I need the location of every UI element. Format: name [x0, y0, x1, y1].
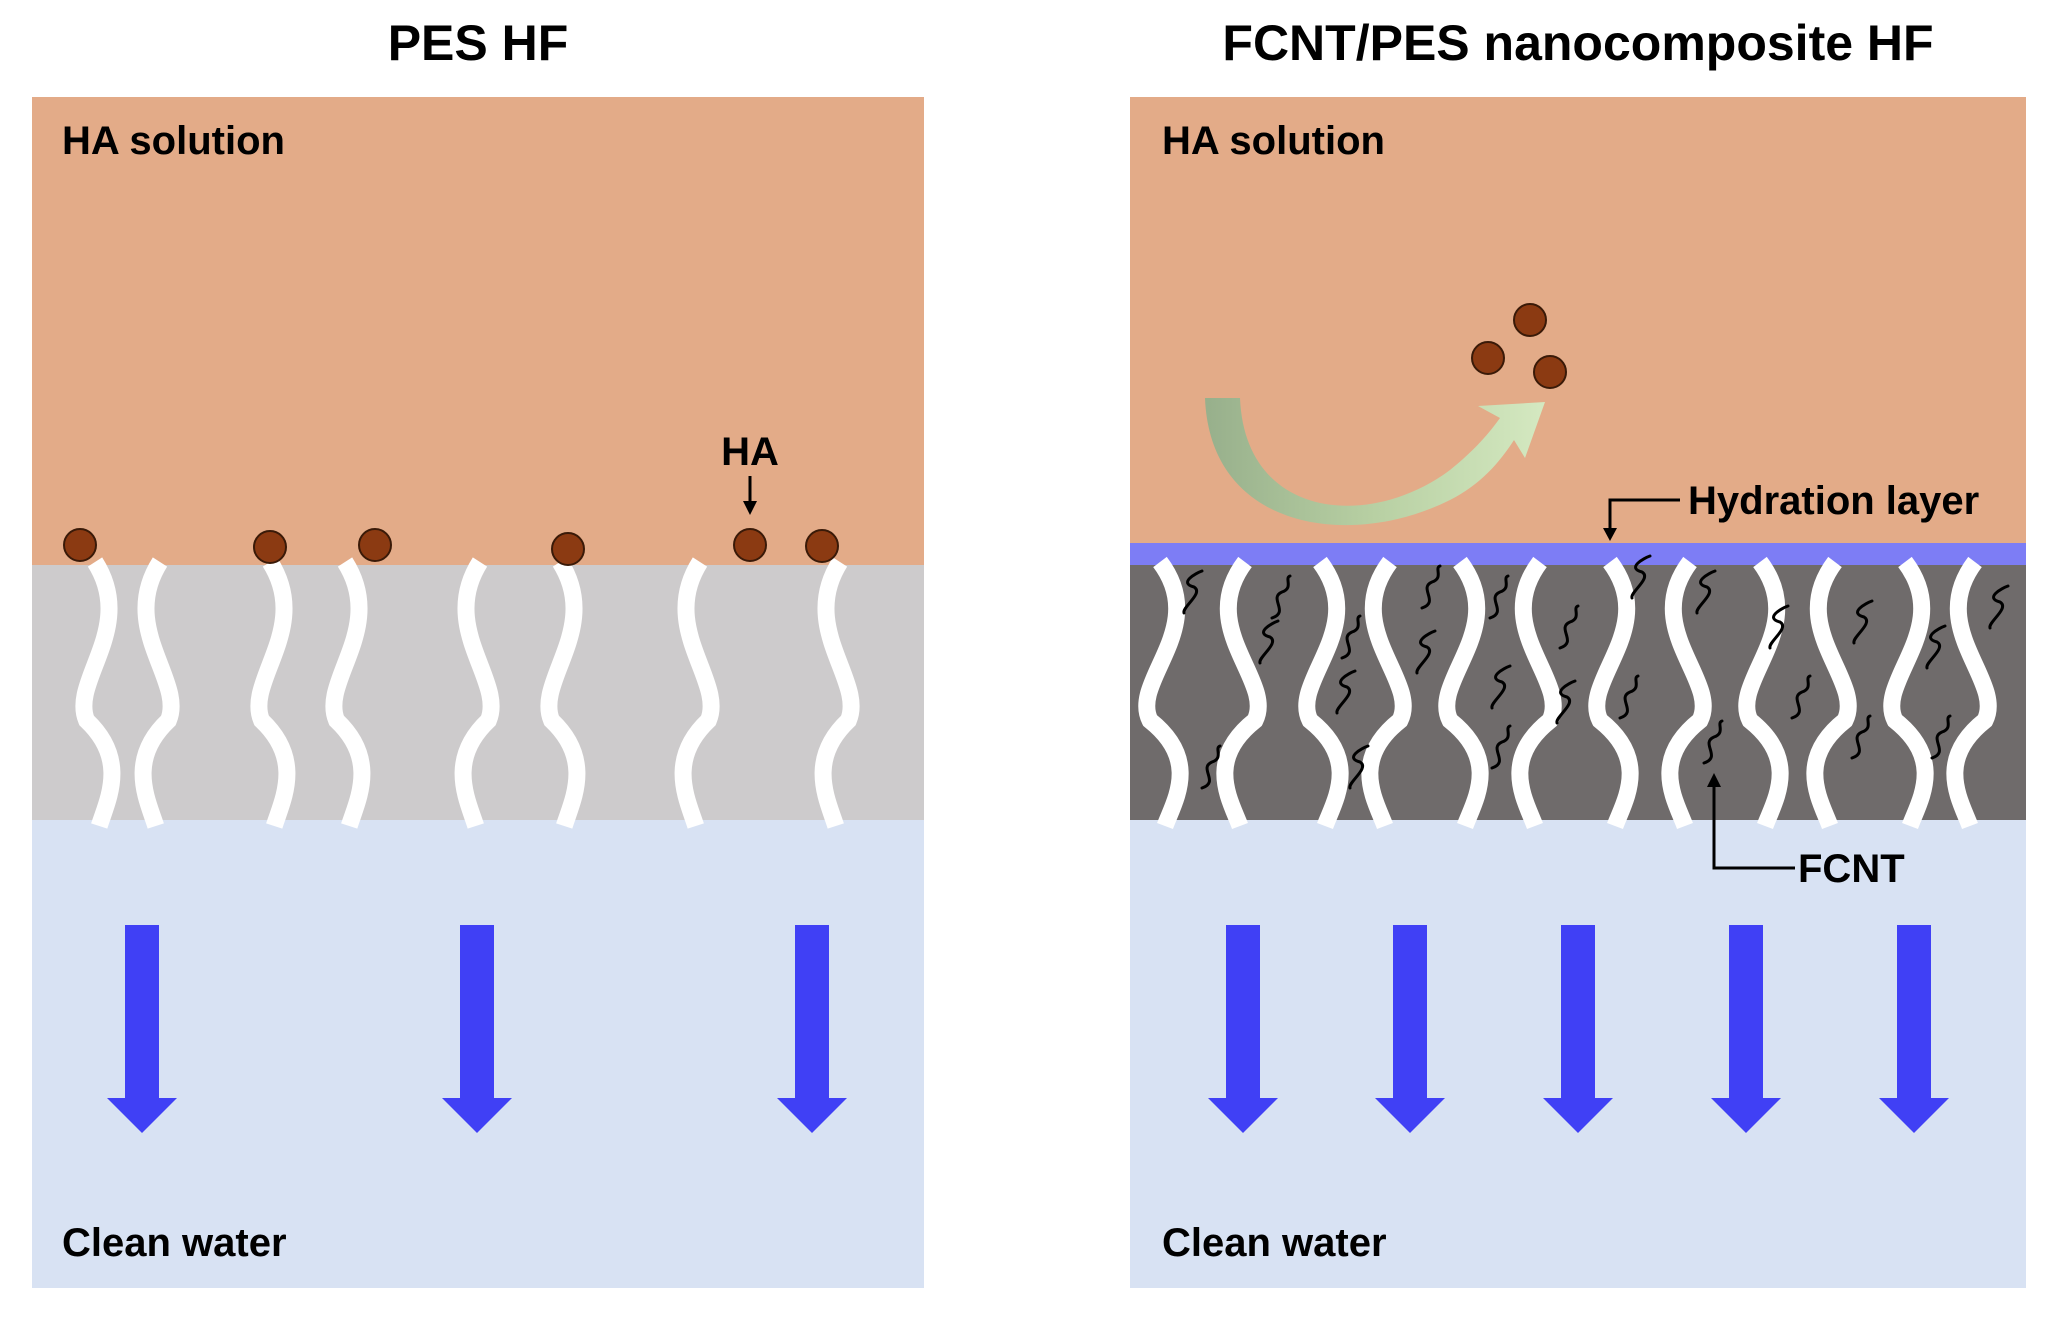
pore-channel — [134, 557, 180, 829]
pore-channel — [75, 557, 121, 829]
pore-channel — [1438, 556, 1489, 830]
flow-arrow-icon — [777, 925, 847, 1133]
ha-particle-icon — [1513, 303, 1547, 337]
ha-particle-icon — [805, 529, 839, 563]
pore-channel — [674, 557, 720, 829]
flow-arrow-icon — [442, 925, 512, 1133]
fcnt-label: FCNT — [1798, 847, 1905, 891]
right-flow-arrows — [1208, 925, 1949, 1133]
fcnt-squiggle-icon — [1415, 629, 1437, 675]
fcnt-squiggle-icon — [1258, 619, 1280, 665]
pore-channel — [814, 557, 860, 829]
left-ha-particles — [63, 528, 839, 566]
fcnt-squiggle-icon — [1182, 569, 1204, 615]
fcnt-squiggle-icon — [1630, 554, 1652, 600]
pore-channel — [1138, 556, 1189, 830]
fcnt-squiggle-icon — [1340, 614, 1362, 660]
fcnt-squiggle-icon — [1200, 744, 1222, 790]
left-panel: HA solution Clean water HA — [32, 97, 924, 1288]
fcnt-squiggle-icon — [1270, 574, 1292, 620]
pore-channel — [454, 557, 500, 829]
pore-channel — [1216, 556, 1267, 830]
pore-channel — [1806, 556, 1857, 830]
pore-channel — [1361, 556, 1412, 830]
ha-label: HA — [721, 430, 779, 474]
fcnt-squiggle-icon — [1420, 564, 1442, 610]
ha-particle-icon — [253, 530, 287, 564]
rejected-ha-particles — [1471, 303, 1567, 389]
flow-arrow-icon — [1879, 925, 1949, 1133]
fcnt-squiggle-icon — [1988, 584, 2010, 630]
pore-channel — [1661, 556, 1712, 830]
pore-channel — [325, 557, 371, 829]
fcnt-squiggle-icon — [1335, 669, 1357, 715]
left-membrane-layer — [32, 565, 924, 820]
ha-particle-icon — [63, 528, 97, 562]
right-solution-region — [1130, 97, 2026, 543]
fcnt-pointer-arrow-icon — [1707, 773, 1795, 870]
hydration-pointer-arrow-icon — [1603, 498, 1680, 541]
ha-particle-icon — [1471, 341, 1505, 375]
flow-arrow-icon — [1208, 925, 1278, 1133]
right-bottom-label: Clean water — [1162, 1221, 1387, 1265]
ha-particle-icon — [1533, 355, 1567, 389]
fcnt-squiggle-icon — [1348, 744, 1370, 790]
right-title: FCNT/PES nanocomposite HF — [1222, 15, 1934, 71]
fcnt-squiggle-icon — [1930, 714, 1952, 760]
rejection-arrow-icon — [1205, 398, 1545, 526]
left-flow-arrows — [107, 925, 847, 1133]
ha-particle-icon — [358, 528, 392, 562]
fcnt-squiggle-icon — [1852, 599, 1874, 645]
pore-channel — [1298, 556, 1349, 830]
right-pores — [1138, 556, 1997, 830]
fcnt-squiggle-icon — [1490, 724, 1512, 770]
fcnt-squiggle-icon — [1618, 674, 1640, 720]
left-top-label: HA solution — [62, 119, 285, 163]
flow-arrow-icon — [107, 925, 177, 1133]
hydration-layer-label: Hydration layer — [1688, 479, 1979, 523]
left-solution-region — [32, 97, 924, 565]
fcnt-squiggle-icon — [1558, 604, 1580, 650]
fcnt-squiggle-icon — [1490, 664, 1512, 710]
ha-particle-icon — [551, 532, 585, 566]
fcnt-squiggle-icon — [1702, 719, 1724, 765]
pore-channel — [1511, 556, 1562, 830]
hydration-layer — [1130, 543, 2026, 565]
pore-channel — [250, 557, 296, 829]
fcnt-squiggle-icon — [1850, 714, 1872, 760]
ha-pointer-arrow-icon — [743, 476, 757, 515]
flow-arrow-icon — [1375, 925, 1445, 1133]
pore-channel — [540, 557, 586, 829]
fcnt-squiggle-icon — [1790, 674, 1812, 720]
fcnt-squiggle-icon — [1488, 574, 1510, 620]
pore-channel — [1946, 556, 1997, 830]
fcnt-squiggle-icon — [1695, 569, 1717, 615]
flow-arrow-icon — [1711, 925, 1781, 1133]
left-bottom-label: Clean water — [62, 1221, 287, 1265]
fcnt-squiggle-icon — [1768, 604, 1790, 650]
left-pores — [75, 557, 860, 829]
right-top-label: HA solution — [1162, 119, 1385, 163]
left-title: PES HF — [387, 15, 569, 71]
fcnt-squiggle-icon — [1925, 624, 1947, 670]
pore-channel — [1883, 556, 1934, 830]
fcnt-squiggle-icon — [1555, 679, 1577, 725]
flow-arrow-icon — [1543, 925, 1613, 1133]
fcnt-squiggles — [1182, 554, 2010, 790]
ha-particle-icon — [733, 528, 767, 562]
pore-channel — [1588, 556, 1639, 830]
right-panel: HA solution Clean water Hydration layer … — [1130, 97, 2026, 1288]
